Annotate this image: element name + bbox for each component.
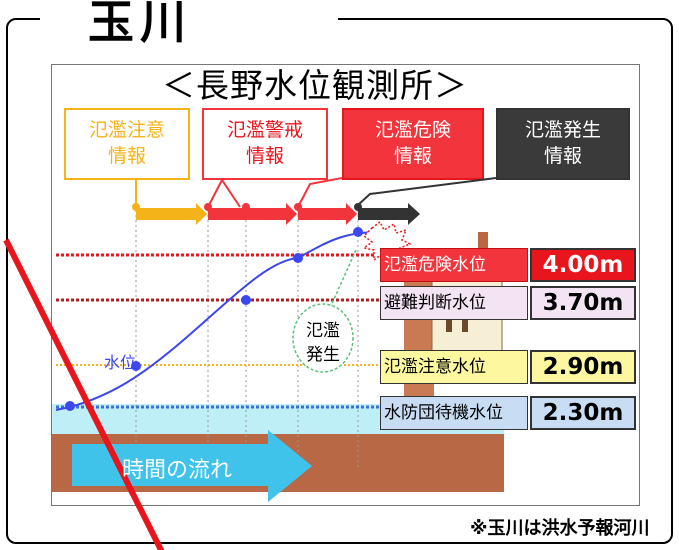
curve-point [65, 401, 75, 411]
danger-arrow [298, 203, 357, 225]
occurrence-arrow [358, 203, 420, 225]
stage-caution-line2: 情報 [107, 145, 146, 167]
curve-point [293, 253, 303, 263]
curve-point [353, 227, 363, 237]
water-level-label: 水位 [104, 353, 137, 372]
bubble-pointer [329, 249, 357, 309]
flood-bubble-line1: 氾濫 [306, 321, 340, 341]
danger-level-label: 氾濫危険水位 [380, 248, 528, 282]
footnote: ※玉川は洪水予報河川 [470, 518, 650, 539]
standby-level-value: 2.30m [530, 396, 636, 430]
stage-warning: 氾濫警戒 情報 [202, 108, 328, 180]
stage-danger: 氾濫危険 情報 [342, 108, 484, 180]
time-flow-label: 時間の流れ [122, 458, 233, 483]
stage-occurrence-line1: 氾濫発生 [524, 119, 601, 141]
outer-frame [6, 18, 673, 544]
red-annotation-line [3, 238, 165, 550]
stage-warning-line1: 氾濫警戒 [226, 119, 303, 141]
evacuation-level-value: 3.70m [530, 286, 636, 320]
standby-level-label: 水防団待機水位 [380, 396, 528, 430]
station-name: ＜長野水位観測所＞ [162, 66, 468, 105]
warning-arrow [208, 203, 297, 225]
caution-arrow [136, 203, 207, 225]
stage-occurrence: 氾濫発生 情報 [496, 108, 630, 180]
flood-bubble [292, 303, 354, 373]
stage-danger-line1: 氾濫危険 [374, 119, 451, 141]
caution-level-label: 氾濫注意水位 [380, 350, 528, 384]
evacuation-level-label: 避難判断水位 [380, 286, 528, 320]
time-markers [135, 205, 359, 470]
danger-level-value: 4.00m [530, 248, 636, 282]
page-title: 玉川 [88, 0, 192, 49]
stage-occurrence-line2: 情報 [543, 145, 582, 167]
stage-connectors [135, 177, 497, 208]
flood-bubble-line2: 発生 [306, 345, 340, 365]
water-level-curve [55, 231, 381, 411]
time-arrow [72, 430, 312, 502]
stage-caution: 氾濫注意 情報 [64, 108, 190, 180]
stage-danger-line2: 情報 [393, 145, 432, 167]
stage-warning-line2: 情報 [245, 145, 284, 167]
title-background [40, 0, 338, 44]
stage-caution-line1: 氾濫注意 [88, 119, 165, 141]
curve-point [241, 295, 251, 305]
caution-level-value: 2.90m [530, 350, 636, 384]
curve-point [131, 361, 141, 371]
